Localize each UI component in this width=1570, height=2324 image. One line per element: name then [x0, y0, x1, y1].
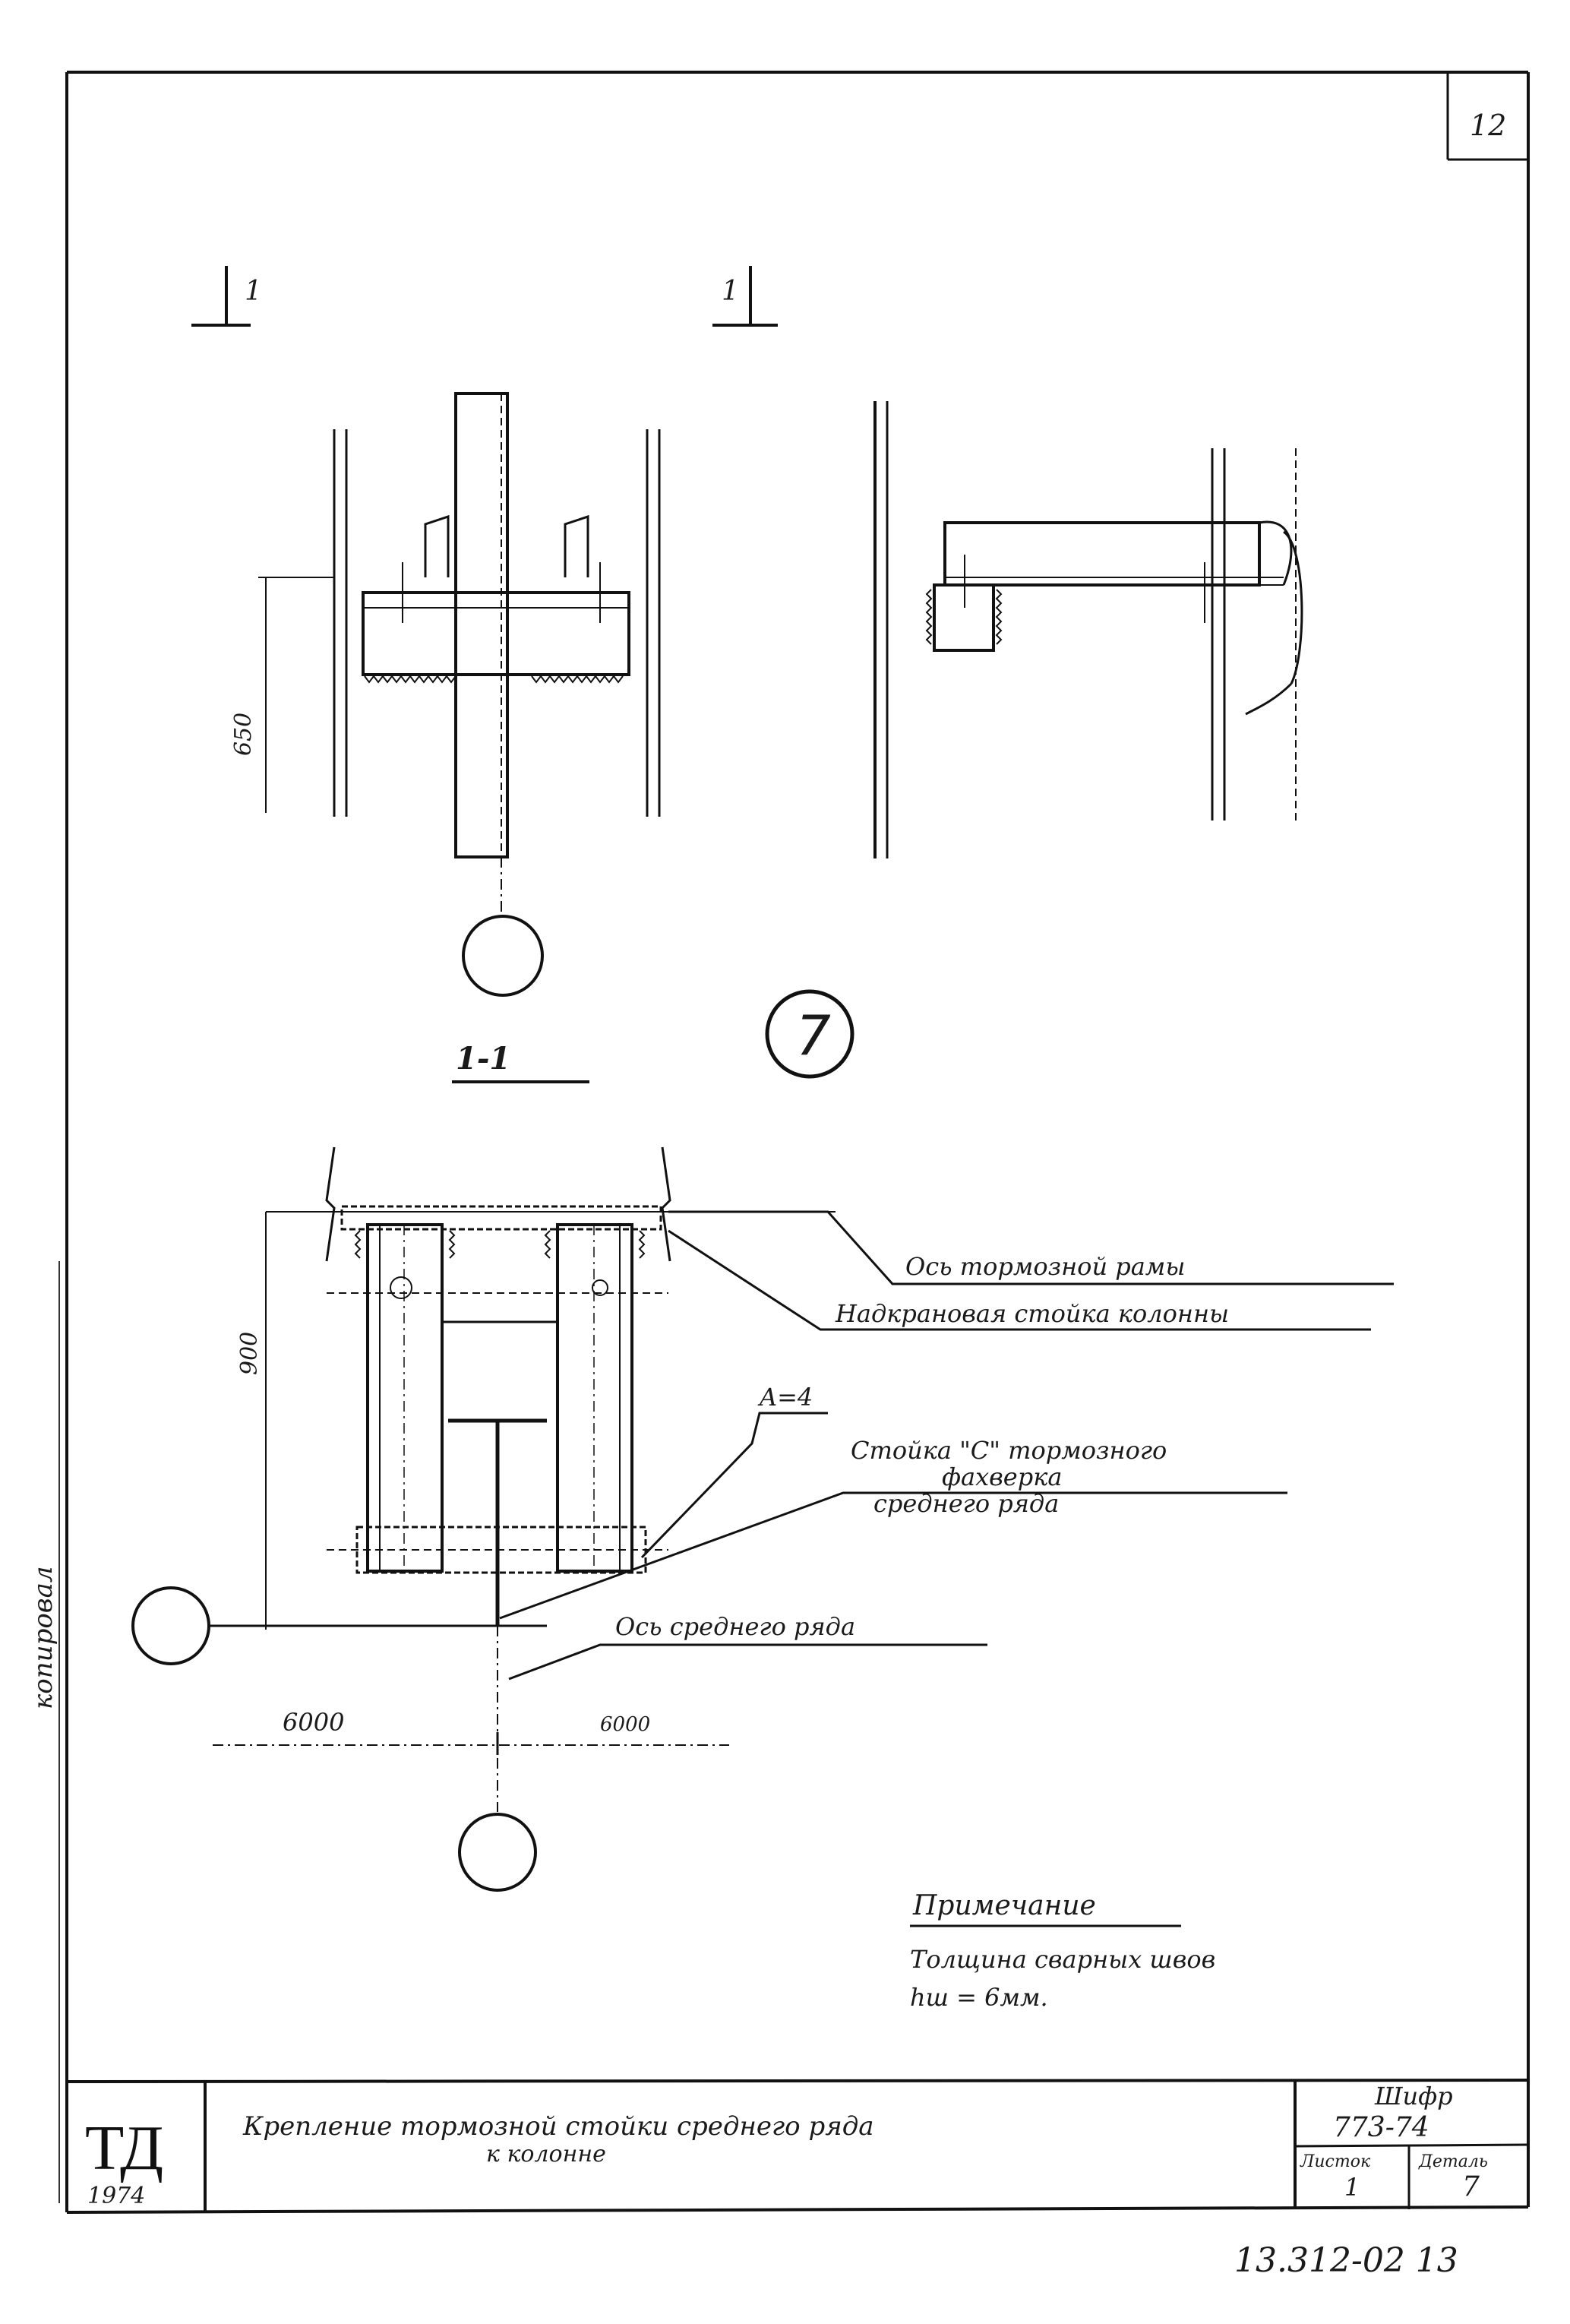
section-mark-right: [712, 266, 778, 327]
section-mark-left: [191, 266, 251, 327]
callout-axis-brake-frame: Ось тормозной рамы: [905, 1252, 1185, 1281]
callout-crane-column: Надкрановая стойка колонны: [835, 1299, 1229, 1328]
code-value: 773-74: [1333, 2112, 1429, 2143]
side-text: копировал: [28, 1566, 58, 1709]
page-number: 12: [1470, 109, 1506, 142]
elevation-view-right: [873, 401, 1303, 858]
org-logo: ТД: [85, 2113, 163, 2183]
callout-post-c-line1: Стойка "С" тормозного: [851, 1436, 1167, 1465]
code-label: Шифр: [1374, 2082, 1453, 2111]
section-view: [131, 1146, 836, 1892]
title-year: 1974: [87, 2183, 145, 2209]
callout-axis-middle-row: Ось среднего ряда: [615, 1612, 855, 1641]
dimension-span-left: 6000: [283, 1708, 344, 1737]
detail-number: 7: [796, 1004, 831, 1067]
callout-leaders: [499, 1210, 1394, 1681]
note-block: Примечание Толщина сварных швов hш = 6мм…: [910, 1890, 1215, 2012]
detail-bubble: 7: [765, 989, 854, 1079]
dimension-lower-height: 900: [236, 1332, 263, 1375]
callout-post-c-line2: фахверка: [942, 1462, 1062, 1491]
sheet-label: Листок: [1300, 2152, 1371, 2171]
dimension-upper-height: 650: [230, 713, 257, 756]
sheet-value: 1: [1344, 2173, 1360, 2202]
left-signature-strip: копировал: [28, 1261, 60, 2203]
archive-number: 13.312-02 13: [1234, 2241, 1458, 2280]
note-line1: Толщина сварных швов: [910, 1945, 1215, 1974]
sheet-frame: [65, 71, 1530, 2214]
weld-label: A=4: [757, 1383, 813, 1412]
detail-value: 7: [1462, 2171, 1480, 2202]
section-mark-left-label: 1: [245, 276, 262, 307]
title-line2: к колонне: [486, 2141, 606, 2167]
dimension-span-right: 6000: [600, 1713, 650, 1736]
title-line1: Крепление тормозной стойки среднего ряда: [242, 2111, 874, 2142]
callout-post-c-line3: среднего ряда: [873, 1489, 1059, 1518]
section-title: 1-1: [456, 1041, 510, 1077]
note-line2: hш = 6мм.: [910, 1983, 1048, 2012]
elevation-view-left: [258, 392, 661, 997]
section-mark-right-label: 1: [722, 276, 739, 307]
title-block: [66, 2079, 1529, 2212]
detail-label: Деталь: [1418, 2152, 1488, 2171]
note-heading: Примечание: [912, 1890, 1096, 1921]
